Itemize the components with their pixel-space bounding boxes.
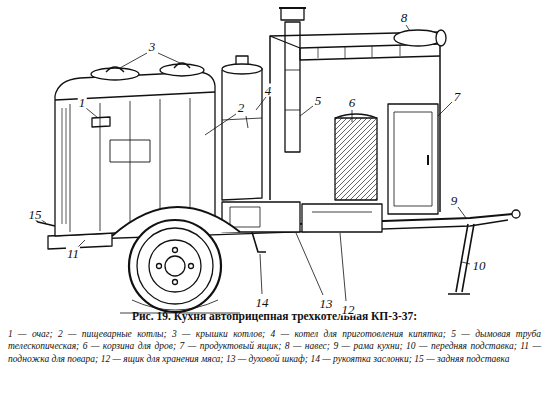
callout-number: 11 (66, 247, 80, 260)
callout-number: 10 (472, 259, 487, 272)
callout-number: 12 (341, 303, 356, 316)
callout-number: 6 (348, 96, 357, 109)
callout-number: 9 (450, 194, 459, 207)
figure-caption: 1 — очаг; 2 — пищеварные котлы; 3 — крыш… (8, 328, 541, 365)
callout-number: 5 (314, 94, 323, 107)
callout-number: 1 (78, 96, 87, 109)
callout-number: 8 (400, 11, 409, 24)
callout-number: 4 (264, 84, 273, 97)
callout-number: 13 (319, 297, 334, 310)
callout-number: 14 (255, 296, 270, 309)
callout-number: 7 (453, 90, 462, 103)
callout-number: 2 (237, 101, 246, 114)
leader-lines (40, 25, 470, 301)
figure-title: Рис. 19. Кухня автоприцепная трехкотельн… (8, 310, 541, 322)
callout-number: 3 (148, 40, 157, 53)
callout-number: 15 (28, 208, 43, 221)
